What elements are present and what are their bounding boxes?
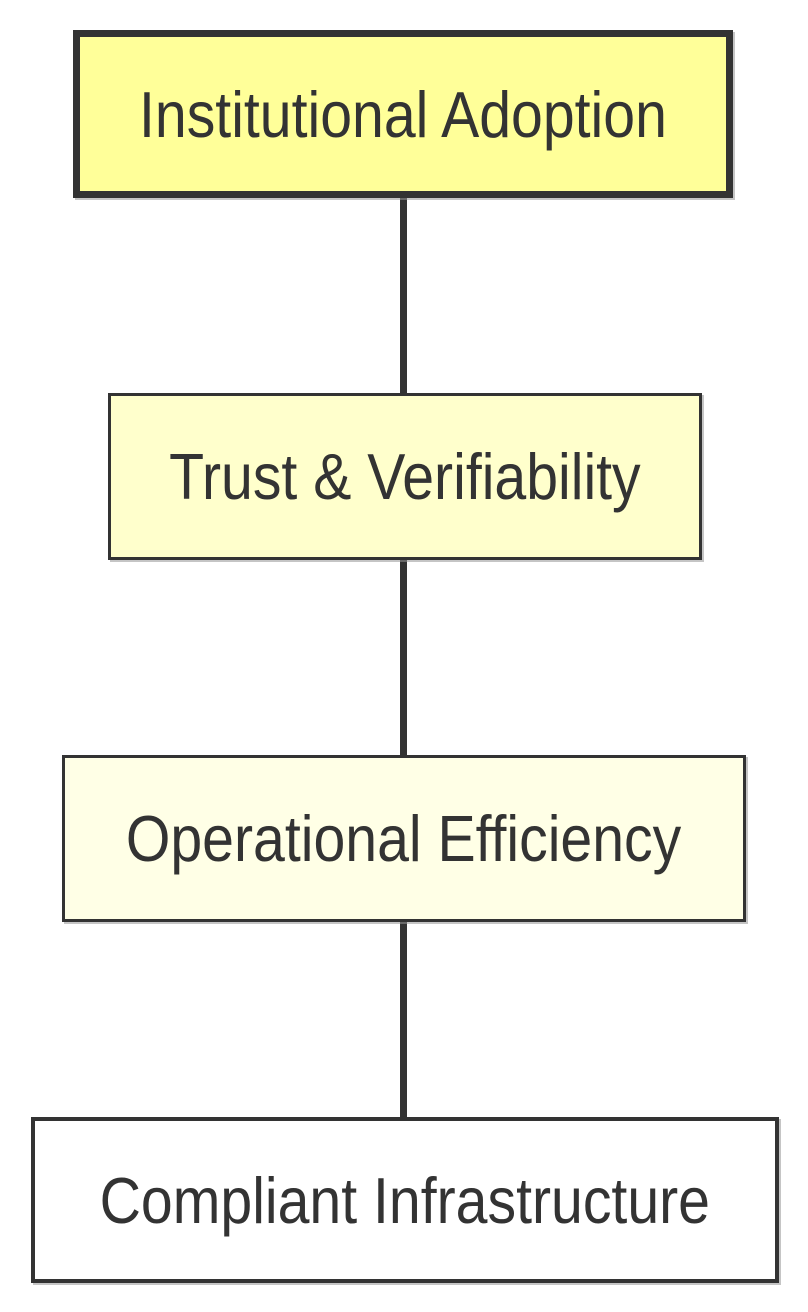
node-trust-verifiability: Trust & Verifiability bbox=[108, 393, 702, 560]
edge-trust-to-efficiency bbox=[400, 557, 407, 762]
node-institutional-adoption-label: Institutional Adoption bbox=[139, 77, 667, 151]
node-operational-efficiency-label: Operational Efficiency bbox=[126, 802, 682, 875]
node-operational-efficiency: Operational Efficiency bbox=[62, 755, 746, 922]
node-compliant-infrastructure-label: Compliant Infrastructure bbox=[99, 1163, 711, 1237]
node-institutional-adoption: Institutional Adoption bbox=[73, 30, 733, 198]
edge-efficiency-to-infrastructure bbox=[400, 919, 407, 1124]
edge-adoption-to-trust bbox=[400, 195, 407, 400]
node-trust-verifiability-label: Trust & Verifiability bbox=[169, 440, 641, 513]
node-compliant-infrastructure: Compliant Infrastructure bbox=[31, 1117, 779, 1283]
